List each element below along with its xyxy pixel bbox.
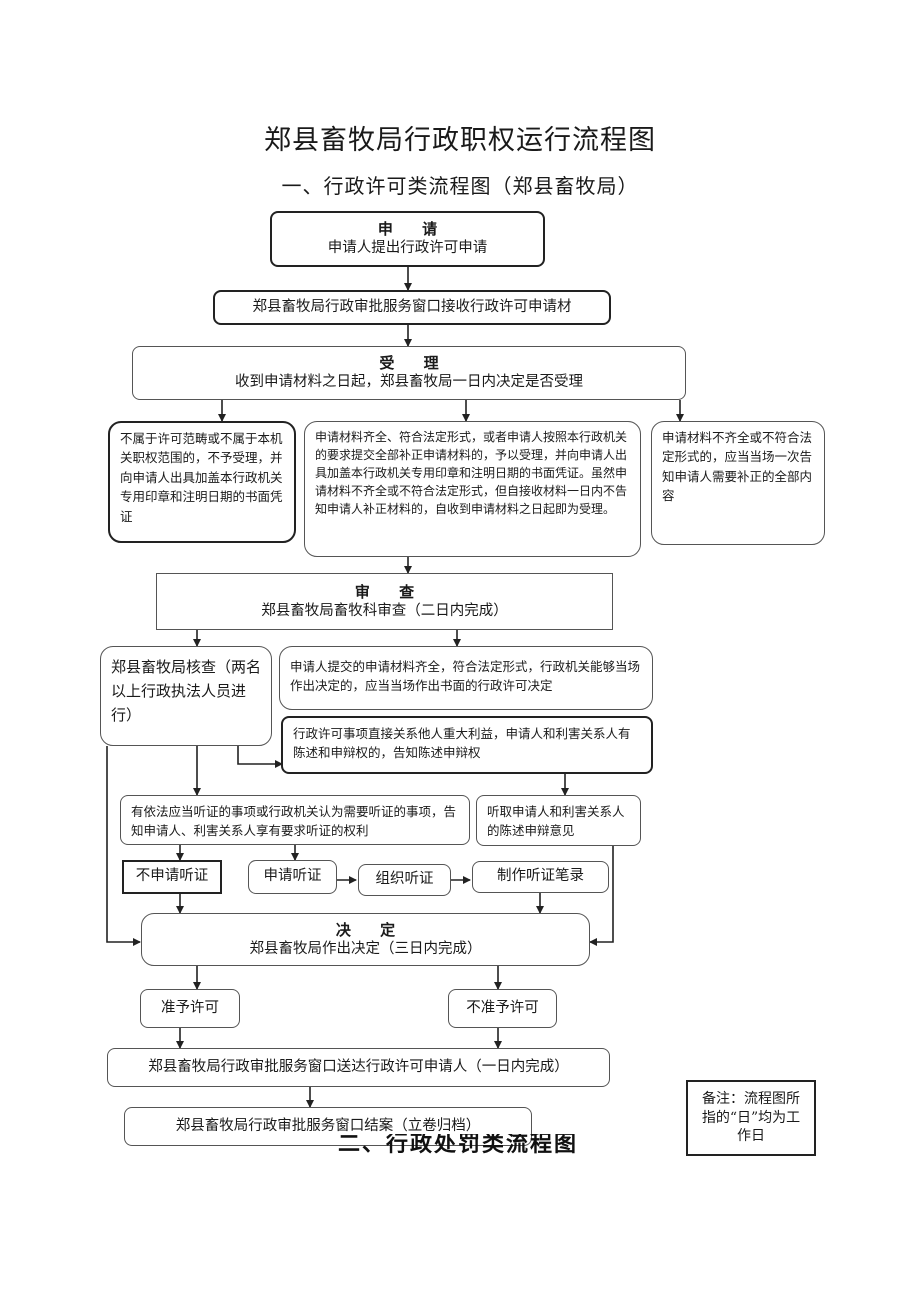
- deliver-text: 郑县畜牧局行政审批服务窗口送达行政许可申请人（一日内完成）: [148, 1058, 569, 1075]
- apply-node: 申 请 申请人提出行政许可申请: [270, 211, 545, 267]
- reject-scope-node: 不属于许可范畴或不属于本机关职权范围的，不予受理，并向申请人出具加盖本行政机关专…: [108, 421, 296, 543]
- no-hearing-text: 不申请听证: [135, 868, 209, 885]
- arrow-verify-interest: [237, 746, 283, 768]
- accept-text: 收到申请材料之日起，郑县畜牧局一日内决定是否受理: [235, 374, 583, 391]
- verify-node: 郑县畜牧局核查（两名以上行政执法人员进行）: [100, 646, 272, 746]
- next-section-heading: 二、行政处罚类流程图: [338, 1131, 579, 1157]
- verify-text: 郑县畜牧局核查（两名以上行政执法人员进行）: [111, 658, 262, 724]
- incomplete-text: 申请材料不齐全或不符合法定形式的，应当当场一次告知申请人需要补正的全部内容: [662, 430, 813, 504]
- note-text: 备注：流程图所指的“日”均为工作日: [701, 1090, 801, 1145]
- organize-hearing-node: 组织听证: [358, 864, 451, 896]
- hearing-record-text: 制作听证笔录: [497, 868, 584, 885]
- hearing-notice-node: 有依法应当听证的事项或行政机关认为需要听证的事项，告知申请人、利害关系人享有要求…: [120, 795, 470, 845]
- review-text: 郑县畜牧局畜牧科审查（二日内完成）: [261, 602, 508, 619]
- grant-text: 准予许可: [161, 999, 219, 1016]
- reject-scope-text: 不属于许可范畴或不属于本机关职权范围的，不予受理，并向申请人出具加盖本行政机关专…: [120, 431, 283, 524]
- accept-complete-node: 申请材料齐全、符合法定形式，或者申请人按照本行政机关的要求提交全部补正申请材料的…: [304, 421, 641, 557]
- receive-text: 郑县畜牧局行政审批服务窗口接收行政许可申请材: [252, 298, 572, 315]
- deny-text: 不准予许可: [466, 999, 539, 1016]
- decide-node: 决 定 郑县畜牧局作出决定（三日内完成）: [141, 913, 590, 966]
- grant-node: 准予许可: [140, 989, 240, 1028]
- on-spot-node: 申请人提交的申请材料齐全，符合法定形式，行政机关能够当场作出决定的，应当当场作出…: [279, 646, 653, 710]
- review-node: 审 查 郑县畜牧局畜牧科审查（二日内完成）: [156, 573, 613, 630]
- decide-head: 决 定: [335, 920, 408, 939]
- archive-node: 郑县畜牧局行政审批服务窗口结案（立卷归档）: [124, 1107, 532, 1146]
- accept-node: 受 理 收到申请材料之日起，郑县畜牧局一日内决定是否受理: [132, 346, 686, 400]
- archive-text: 郑县畜牧局行政审批服务窗口结案（立卷归档）: [175, 1117, 481, 1134]
- apply-head: 申 请: [377, 220, 450, 239]
- page-title: 郑县畜牧局行政职权运行流程图: [264, 125, 656, 156]
- hearing-record-node: 制作听证笔录: [472, 861, 609, 893]
- apply-hearing-node: 申请听证: [248, 860, 337, 894]
- on-spot-text: 申请人提交的申请材料齐全，符合法定形式，行政机关能够当场作出决定的，应当当场作出…: [290, 659, 641, 694]
- listen-text: 听取申请人和利害关系人的陈述申辩意见: [487, 804, 625, 839]
- no-hearing-node: 不申请听证: [122, 860, 222, 894]
- interest-text: 行政许可事项直接关系他人重大利益，申请人和利害关系人有陈述和申辩权的，告知陈述申…: [293, 726, 631, 761]
- deny-node: 不准予许可: [448, 989, 557, 1028]
- incomplete-node: 申请材料不齐全或不符合法定形式的，应当当场一次告知申请人需要补正的全部内容: [651, 421, 825, 545]
- arrow-verify-decide: [106, 746, 141, 946]
- interest-node: 行政许可事项直接关系他人重大利益，申请人和利害关系人有陈述和申辩权的，告知陈述申…: [281, 716, 653, 774]
- hearing-notice-text: 有依法应当听证的事项或行政机关认为需要听证的事项，告知申请人、利害关系人享有要求…: [131, 804, 457, 839]
- arrow-listen-decide: [589, 846, 614, 946]
- apply-text: 申请人提出行政许可申请: [327, 240, 488, 257]
- apply-hearing-text: 申请听证: [263, 868, 322, 885]
- organize-hearing-text: 组织听证: [375, 871, 434, 888]
- accept-complete-text: 申请材料齐全、符合法定形式，或者申请人按照本行政机关的要求提交全部补正申请材料的…: [315, 430, 628, 516]
- accept-head: 受 理: [379, 354, 451, 373]
- note-box: 备注：流程图所指的“日”均为工作日: [686, 1080, 816, 1156]
- listen-node: 听取申请人和利害关系人的陈述申辩意见: [476, 795, 641, 846]
- deliver-node: 郑县畜牧局行政审批服务窗口送达行政许可申请人（一日内完成）: [107, 1048, 610, 1087]
- receive-node: 郑县畜牧局行政审批服务窗口接收行政许可申请材: [213, 290, 611, 325]
- review-head: 审 查: [354, 582, 427, 601]
- decide-text: 郑县畜牧局作出决定（三日内完成）: [249, 940, 482, 957]
- section-title: 一、行政许可类流程图（郑县畜牧局）: [281, 174, 639, 198]
